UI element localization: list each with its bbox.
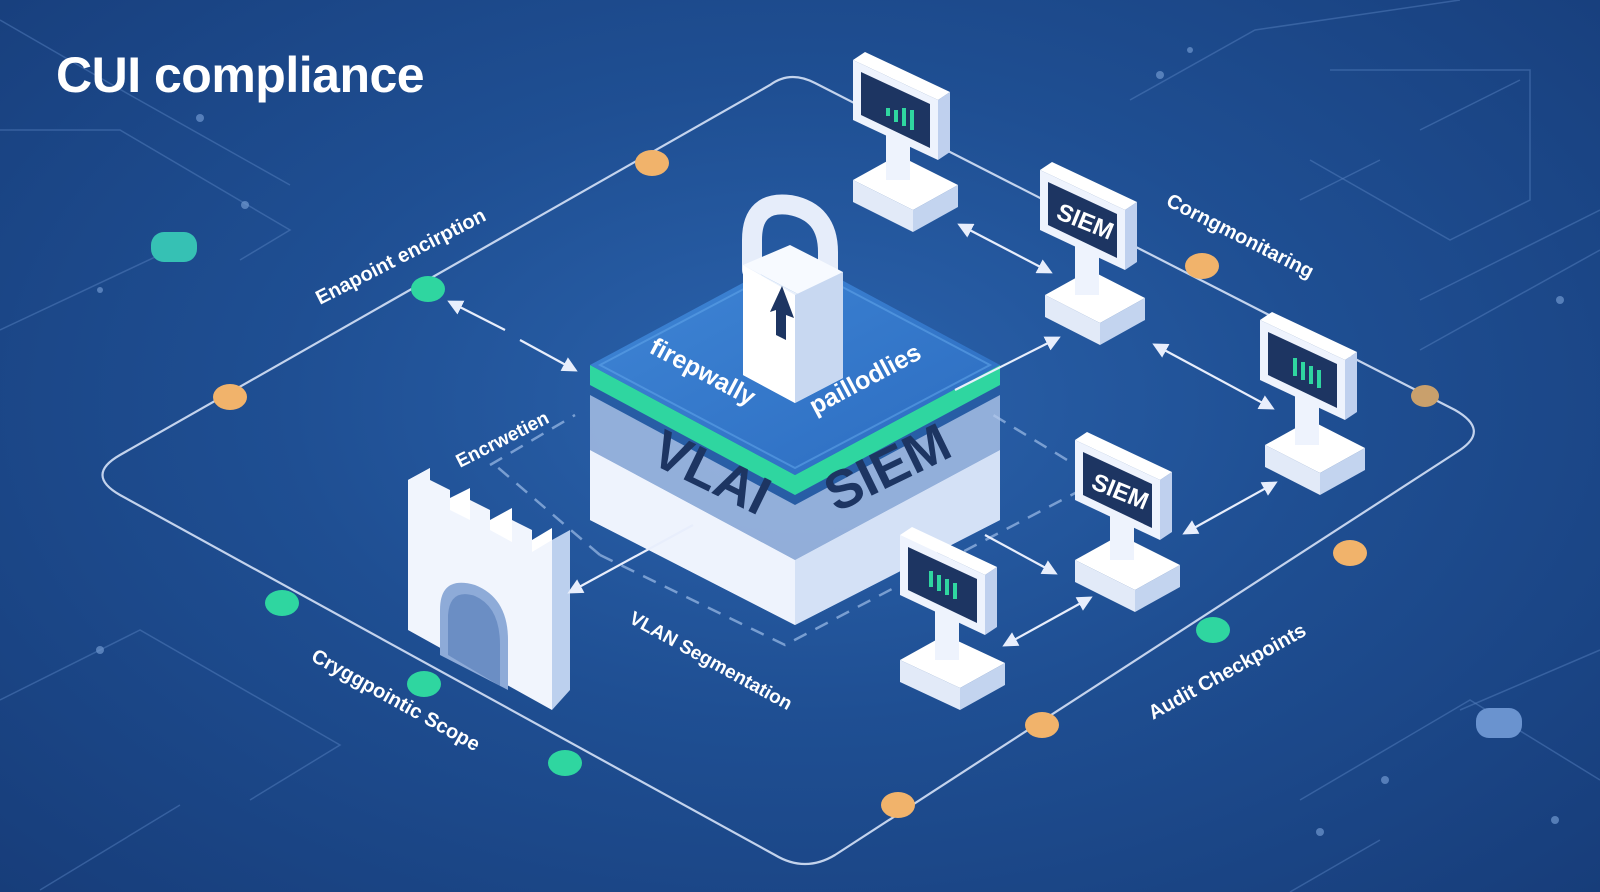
node-orange (1185, 253, 1219, 279)
padlock-icon (742, 194, 843, 403)
terminal-icon (853, 52, 958, 232)
arrow (1152, 343, 1275, 410)
background-dots (96, 47, 1564, 836)
siem-terminal-icon: SIEM (1040, 162, 1145, 345)
node-orange (1333, 540, 1367, 566)
loop-nodes (151, 150, 1522, 818)
page-title: CUI compliance (56, 47, 425, 103)
arrow (984, 534, 1058, 575)
node-orange (635, 150, 669, 176)
node-green (548, 750, 582, 776)
arrow (567, 524, 694, 594)
arrow (1182, 481, 1278, 535)
node-blue-pill (1476, 708, 1522, 738)
node-orange (1025, 712, 1059, 738)
node-green (407, 671, 441, 697)
node-orange (881, 792, 915, 818)
node-green (411, 276, 445, 302)
node-green (265, 590, 299, 616)
node-green (1196, 617, 1230, 643)
label-vlan-segmentation: VLAN Segmentation (626, 608, 796, 715)
node-teal-pill (151, 232, 197, 262)
segmentation-boundary (489, 408, 1103, 647)
node-orange (213, 384, 247, 410)
label-encryption: Encrwetien (453, 408, 553, 473)
arrow (1002, 596, 1093, 647)
arrow (447, 300, 506, 331)
castle-gate-icon (408, 468, 570, 710)
node-orange (1411, 385, 1439, 407)
siem-terminal-icon: SIEM (1075, 432, 1180, 612)
terminal-icon (900, 527, 1005, 710)
arrow (519, 339, 578, 372)
network-loop (101, 75, 1475, 865)
label-endpoint-encryption: Enapoint encirption (312, 205, 489, 310)
arrow (954, 336, 1061, 391)
terminal-icon (1260, 312, 1365, 495)
flow-arrows (447, 223, 1278, 647)
arrow (957, 223, 1053, 274)
